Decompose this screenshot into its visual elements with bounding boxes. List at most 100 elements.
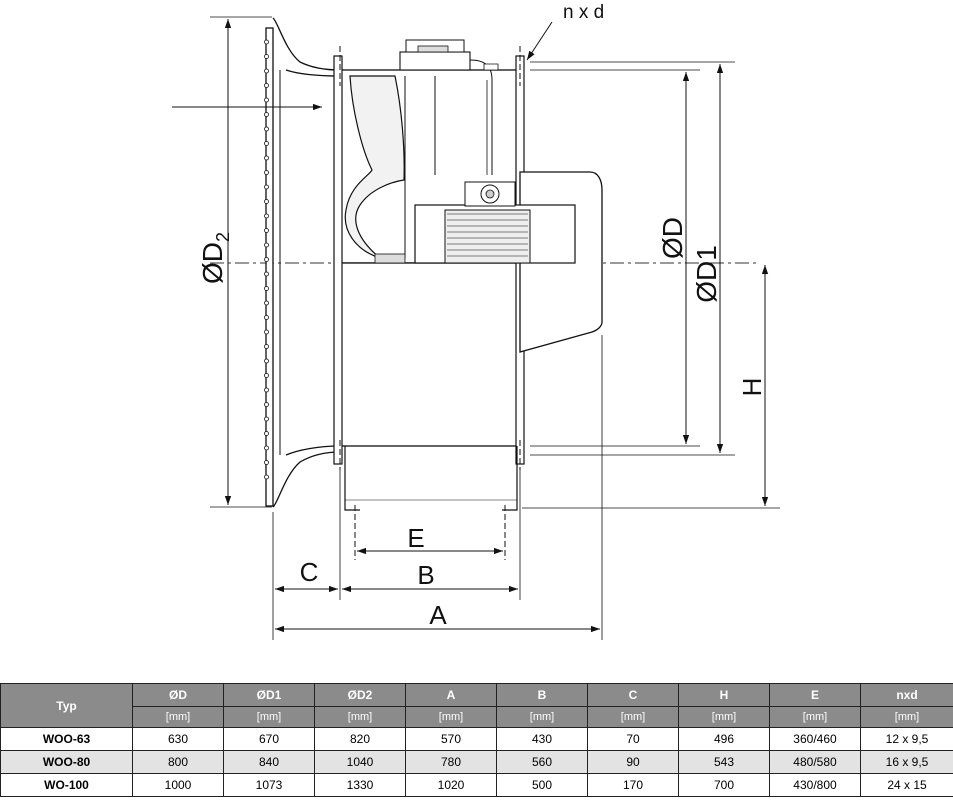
row-typ: WOO-63 bbox=[0, 727, 133, 751]
table-cell: 170 bbox=[587, 773, 679, 797]
table-cell: 820 bbox=[314, 727, 406, 751]
label-H: H bbox=[737, 378, 767, 397]
flange-holes bbox=[264, 39, 269, 480]
flange-hole bbox=[264, 112, 269, 117]
flange-hole bbox=[264, 474, 269, 480]
label-D2: ØD2 bbox=[197, 232, 233, 284]
unit-cell: [mm] bbox=[223, 706, 315, 728]
motor bbox=[374, 181, 576, 264]
inlet-cone-bottom bbox=[272, 445, 341, 508]
table-cell: 840 bbox=[223, 750, 315, 774]
unit-cell: [mm] bbox=[314, 706, 406, 728]
flange-hole bbox=[264, 170, 269, 175]
table-cell: 800 bbox=[132, 750, 224, 774]
flange-hole bbox=[264, 300, 269, 306]
flange-hole bbox=[264, 228, 269, 233]
inlet-cone-top bbox=[272, 17, 341, 77]
unit-cell: [mm] bbox=[405, 706, 497, 728]
col-header: nxd bbox=[860, 683, 953, 707]
row-typ: WOO-80 bbox=[0, 750, 133, 774]
table-cell: 12 x 9,5 bbox=[860, 727, 953, 751]
col-header: ØD2 bbox=[314, 683, 406, 707]
flange-hole bbox=[264, 126, 269, 132]
table-units-row: [mm] [mm] [mm] [mm] [mm] [mm] [mm] [mm] … bbox=[1, 706, 953, 728]
flange-hole bbox=[264, 329, 269, 335]
table-cell: 1000 bbox=[132, 773, 224, 797]
flange-hole bbox=[264, 286, 269, 291]
label-B: B bbox=[417, 560, 434, 590]
table-cell: 1330 bbox=[314, 773, 406, 797]
col-header: ØD1 bbox=[223, 683, 315, 707]
table-cell: 700 bbox=[678, 773, 770, 797]
flange-hole bbox=[264, 358, 269, 364]
col-header: E bbox=[769, 683, 861, 707]
flange-hole bbox=[264, 199, 269, 204]
table-cell: 430/800 bbox=[769, 773, 861, 797]
label-C: C bbox=[300, 557, 319, 587]
table-row: WO-100 1000 1073 1330 1020 500 170 700 4… bbox=[0, 773, 953, 797]
flange-hole bbox=[264, 242, 269, 248]
table-cell: 570 bbox=[405, 727, 497, 751]
flange-hole bbox=[264, 83, 269, 88]
casing-bottom bbox=[339, 262, 521, 447]
flange-hole bbox=[264, 155, 269, 161]
flange-hole bbox=[264, 315, 269, 320]
table-cell: 430 bbox=[496, 727, 588, 751]
table-cell: 670 bbox=[223, 727, 315, 751]
label-E: E bbox=[407, 523, 424, 553]
casing-flange-left bbox=[333, 55, 343, 465]
col-header: A bbox=[405, 683, 497, 707]
unit-cell: [mm] bbox=[769, 706, 861, 728]
label-D1: ØD1 bbox=[691, 245, 722, 303]
foot-right bbox=[502, 446, 518, 511]
terminal-box bbox=[399, 39, 499, 175]
flange-hole bbox=[264, 416, 269, 422]
nxd-leader bbox=[526, 21, 553, 61]
fan-technical-drawing: n x d ØD2 ØD ØD1 H E B C A bbox=[172, 2, 780, 640]
flange-hole bbox=[264, 373, 269, 378]
table-cell: 360/460 bbox=[769, 727, 861, 751]
flange-hole bbox=[264, 387, 269, 393]
table-cell: 543 bbox=[678, 750, 770, 774]
unit-cell: [mm] bbox=[496, 706, 588, 728]
flange-hole bbox=[264, 460, 269, 465]
flange-hole bbox=[264, 213, 269, 219]
table-row: WOO-63 630 670 820 570 430 70 496 360/46… bbox=[0, 727, 953, 751]
unit-cell: [mm] bbox=[587, 706, 679, 728]
unit-cell: [mm] bbox=[678, 706, 770, 728]
flange-hole bbox=[264, 344, 269, 349]
flange-hole bbox=[264, 402, 269, 407]
unit-cell: [mm] bbox=[132, 706, 224, 728]
table-cell: 480/580 bbox=[769, 750, 861, 774]
label-D: ØD bbox=[657, 217, 688, 259]
col-header: ØD bbox=[132, 683, 224, 707]
foot-left bbox=[344, 446, 360, 511]
flange-hole bbox=[264, 445, 269, 451]
dimensions-table: Typ ØD ØD1 ØD2 A B C H E nxd [mm] [mm] [… bbox=[0, 683, 953, 797]
table-cell: 90 bbox=[587, 750, 679, 774]
inlet-flange bbox=[264, 27, 274, 507]
table-cell: 1040 bbox=[314, 750, 406, 774]
col-header-typ: Typ bbox=[0, 683, 133, 728]
table-cell: 560 bbox=[496, 750, 588, 774]
flange-hole bbox=[264, 271, 269, 277]
flange-hole bbox=[264, 184, 269, 190]
table-cell: 70 bbox=[587, 727, 679, 751]
table-cell: 630 bbox=[132, 727, 224, 751]
flange-hole bbox=[264, 141, 269, 146]
row-typ: WO-100 bbox=[0, 773, 133, 797]
flange-hole bbox=[264, 39, 269, 45]
table-cell: 1073 bbox=[223, 773, 315, 797]
flange-hole bbox=[264, 431, 269, 436]
table-cell: 24 x 15 bbox=[860, 773, 953, 797]
table-header-row: Typ ØD ØD1 ØD2 A B C H E nxd bbox=[0, 683, 953, 728]
table-cell: 16 x 9,5 bbox=[860, 750, 953, 774]
label-A: A bbox=[429, 600, 447, 630]
table-cell: 1020 bbox=[405, 773, 497, 797]
unit-cell: [mm] bbox=[860, 706, 953, 728]
col-header: B bbox=[496, 683, 588, 707]
flange-hole bbox=[264, 257, 269, 262]
label-nxd: n x d bbox=[563, 2, 604, 23]
flange-hole bbox=[264, 54, 269, 59]
col-header: C bbox=[587, 683, 679, 707]
